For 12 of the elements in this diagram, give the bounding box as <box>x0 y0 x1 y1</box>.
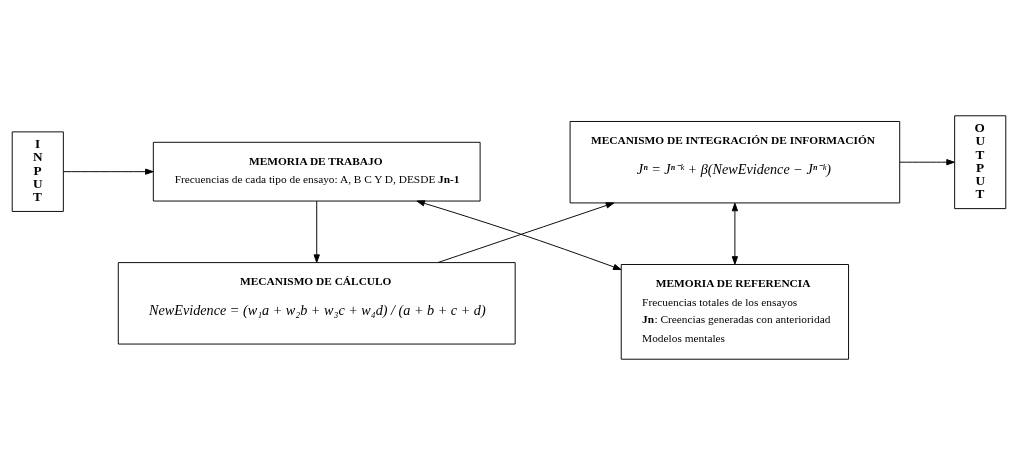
arrow <box>313 200 320 263</box>
node-box: INPUT <box>11 131 64 212</box>
node-box: MEMORIA DE REFERENCIA Frecuencias totales de los ensayos Jn: Creencias generadas con anterioridad Modelos mentales <box>620 264 850 360</box>
node-box: MECANISMO DE CÁLCULO NewEvidence = (w₁a + w₂b + w₃c + w₄d) / (a + b + c + d) <box>117 262 516 345</box>
node-box: MEMORIA DE TRABAJO Frecuencias de cada tipo de ensayo: A, B C Y D, DESDE Jn-1 <box>152 141 481 202</box>
arrow <box>899 159 955 166</box>
arrow <box>731 202 739 265</box>
arrow <box>63 168 154 175</box>
arrow <box>416 200 622 271</box>
node-box: OUTPUT <box>954 115 1007 210</box>
arrow <box>437 202 615 263</box>
node-box: MECANISMO DE INTEGRACIÓN DE INFORMACIÓN Jⁿ = Jⁿ⁻ᵏ + β(NewEvidence − Jⁿ⁻ᵏ) <box>569 121 901 204</box>
